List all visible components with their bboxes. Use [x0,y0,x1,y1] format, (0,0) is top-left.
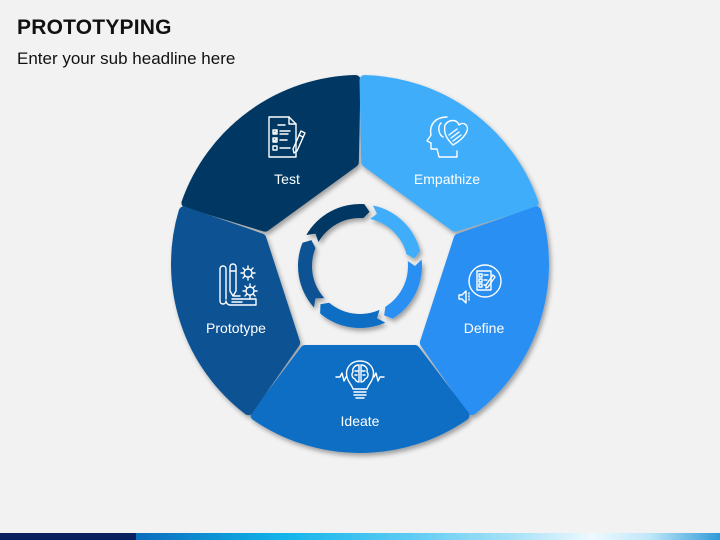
checklist-pencil-icon [268,116,306,158]
cycle-arrow [306,203,370,242]
page-subtitle: Enter your sub headline here [17,49,236,68]
segment-prototype [171,206,301,416]
segment-label-test: Test [274,171,300,187]
segment-test [181,75,361,232]
segment-define [419,206,549,416]
footer-bar-gradient [136,533,720,540]
circular-arrows-cycle-icon [297,203,422,328]
segment-label-ideate: Ideate [340,413,380,429]
segment-label-define: Define [463,320,505,336]
page-title: PROTOTYPING [17,16,172,39]
segment-label-empathize: Empathize [413,171,481,187]
head-heart-handshake-icon [426,116,469,158]
segment-label-prototype: Prototype [206,320,266,336]
blueprint-pencil-gears-icon [219,263,258,306]
cycle-arrow [384,259,422,319]
footer-bar-dark [0,533,136,540]
document-checklist-speaker-icon [458,264,502,304]
cycle-arrow [369,205,421,259]
cycle-arrow [320,302,386,328]
segment-empathize [359,75,539,232]
segment-ideate [250,345,470,453]
lightbulb-brain-icon [335,360,385,399]
footer-color-bar [0,533,720,540]
cycle-arrow [297,240,325,308]
